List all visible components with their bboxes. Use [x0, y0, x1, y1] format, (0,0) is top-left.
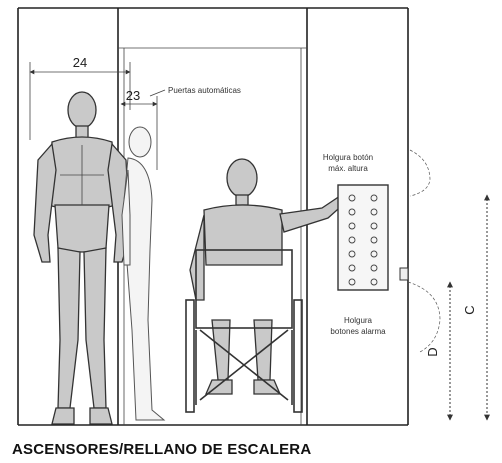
- dimension-24-label: 24: [73, 55, 87, 70]
- dimension-23: 23: [120, 88, 158, 170]
- dimension-d-label: D: [425, 347, 440, 356]
- standing-male-figure: [33, 91, 131, 425]
- diagram-caption: ASCENSORES/RELLANO DE ESCALERA: [12, 441, 311, 458]
- alarm-clearance-label-line2: botones alarma: [330, 327, 386, 336]
- doors-callout: Puertas automáticas: [149, 86, 241, 97]
- elevator-button-panel: [337, 184, 409, 291]
- alarm-clearance-callout: Holgura botones alarma: [330, 281, 441, 353]
- dimension-23-label: 23: [126, 88, 140, 103]
- alarm-clearance-label-line1: Holgura: [344, 316, 373, 325]
- button-clearance-callout: Holgura botón máx. altura: [323, 149, 431, 197]
- button-clearance-label-line1: Holgura botón: [323, 153, 373, 162]
- button-clearance-label-line2: máx. altura: [328, 164, 368, 173]
- dimension-c-label: C: [462, 305, 477, 314]
- wheelchair-user-figure: [185, 158, 347, 413]
- dimension-c: C: [462, 194, 490, 421]
- dimension-24: 24: [29, 55, 131, 140]
- automatic-doors-label: Puertas automáticas: [168, 86, 241, 95]
- dimension-d: D: [425, 281, 453, 421]
- standing-female-figure: [121, 126, 166, 421]
